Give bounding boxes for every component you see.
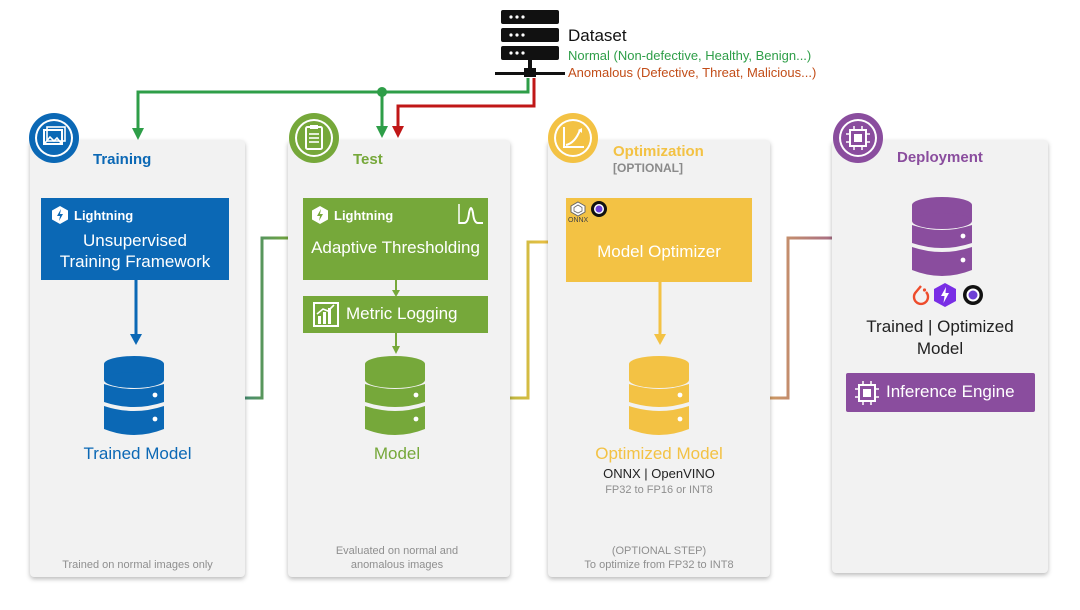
- test-footer-line1: Evaluated on normal and: [335, 545, 459, 557]
- optimization-subtitle: [OPTIONAL]: [613, 161, 683, 175]
- optimization-down-arrow: [654, 282, 666, 345]
- adaptive-thresholding-label: Adaptive Thresholding: [311, 238, 480, 257]
- deployment-model-database-icon: [911, 196, 973, 285]
- optimized-model-label: Optimized Model: [595, 444, 723, 463]
- training-stage-icon: [28, 112, 80, 164]
- test-arrow-1: [392, 280, 400, 297]
- deployment-stage-icon: [832, 112, 884, 164]
- test-arrow-2: [392, 333, 400, 354]
- deployment-model-line2: Model: [916, 339, 964, 358]
- trained-model-label: Trained Model: [83, 444, 192, 463]
- arrow-to-test-normal: [376, 126, 388, 138]
- dataset-anomalous-label: Anomalous (Defective, Threat, Malicious.…: [568, 65, 817, 80]
- lightning-label: Lightning: [74, 207, 134, 223]
- optimized-formats-label: ONNX | OpenVINO: [603, 466, 715, 481]
- inference-engine-label: Inference Engine: [886, 382, 1015, 401]
- test-stage-icon: [288, 112, 340, 164]
- metric-logging-box: Metric Logging: [303, 296, 488, 333]
- optimization-title: Optimization: [613, 143, 704, 160]
- trained-model-database-icon: [103, 355, 165, 444]
- training-footer: Trained on normal images only: [62, 559, 213, 571]
- metric-logging-label: Metric Logging: [346, 304, 458, 323]
- pytorch-icon: [912, 285, 930, 306]
- openvino-icon: [963, 285, 983, 305]
- training-box-line1: Unsupervised: [83, 231, 187, 250]
- onnx-label: ONNX: [568, 217, 589, 224]
- dataset-normal-connector: [136, 78, 530, 132]
- dataset-anomalous-connector: [396, 78, 536, 128]
- training-title: Training: [93, 151, 152, 168]
- test-model-database-icon: [364, 355, 426, 444]
- training-box-line2: Training Framework: [59, 252, 211, 271]
- optimization-stage-icon: [547, 112, 599, 164]
- bar-chart-icon: [313, 302, 339, 327]
- deployment-title: Deployment: [897, 149, 983, 166]
- onnx-icon: [570, 201, 586, 217]
- dataset-title: Dataset: [568, 26, 627, 45]
- lightning-logo: Lightning: [312, 206, 393, 224]
- model-optimizer-label: Model Optimizer: [597, 242, 721, 261]
- dataset-server-icon: [495, 8, 567, 84]
- inference-engine-box: Inference Engine: [846, 373, 1035, 412]
- junction-dot: [377, 87, 387, 97]
- optimized-precision-label: FP32 to FP16 or INT8: [605, 484, 713, 496]
- deployment-model-line1: Trained | Optimized: [866, 317, 1014, 336]
- training-framework-box: Lightning Unsupervised Training Framewor…: [41, 198, 229, 280]
- training-down-arrow: [130, 280, 142, 345]
- dataset-normal-label: Normal (Non-defective, Healthy, Benign..…: [568, 48, 812, 63]
- optimization-footer-line2: To optimize from FP32 to INT8: [584, 559, 734, 571]
- test-model-label: Model: [373, 444, 421, 463]
- arrow-to-training: [132, 128, 144, 140]
- adaptive-thresholding-box: Lightning Adaptive Thresholding: [303, 198, 488, 280]
- lightning-icon: [52, 206, 68, 224]
- openvino-icon: [591, 201, 607, 217]
- lightning-icon: [312, 206, 328, 224]
- lightning-label: Lightning: [334, 207, 394, 223]
- lightning-logo: Lightning: [52, 206, 133, 224]
- chip-icon: [855, 381, 879, 405]
- optimized-model-database-icon: [628, 355, 690, 444]
- arrow-to-test-anomalous: [392, 126, 404, 138]
- lightning-framework-icon: [934, 283, 956, 307]
- test-footer-line2: anomalous images: [350, 559, 444, 571]
- test-title: Test: [353, 151, 383, 168]
- threshold-curve-icon: [458, 204, 483, 224]
- optimization-footer-line1: (OPTIONAL STEP): [611, 545, 707, 557]
- model-optimizer-box: ONNX Model Optimizer: [566, 198, 752, 282]
